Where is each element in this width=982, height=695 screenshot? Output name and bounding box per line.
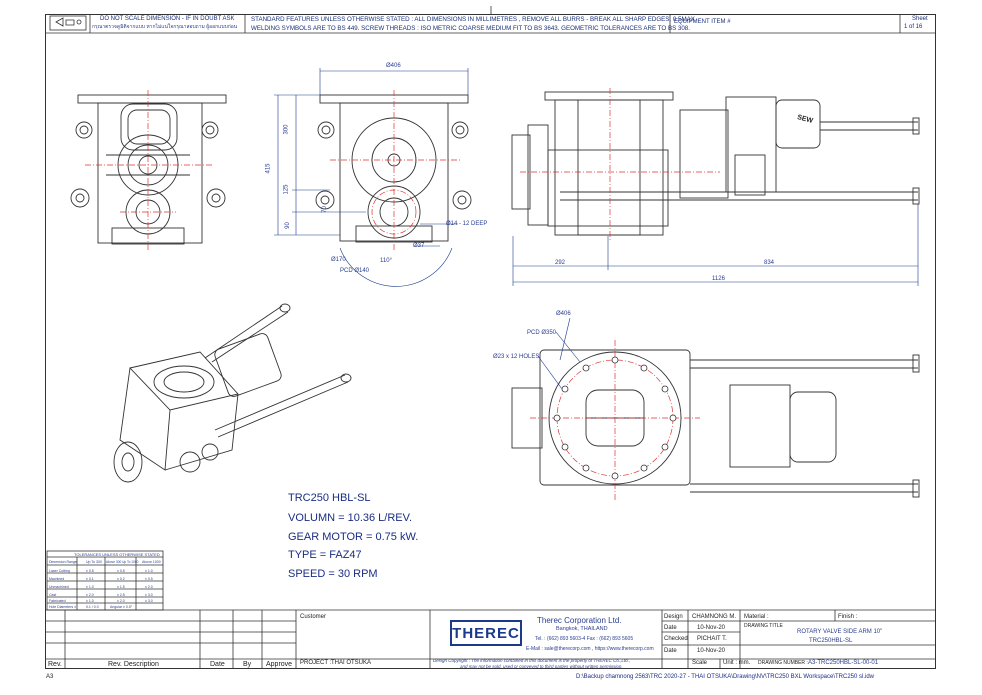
tolerance-cell: ± 0.2 <box>117 577 125 581</box>
tolerance-cell: ± 1.0 <box>145 569 153 573</box>
tolerance-cell: Unmachined <box>49 585 69 589</box>
company-logo: THEREC <box>450 620 522 646</box>
tolerance-cell: ± 0.5 <box>117 569 125 573</box>
tolerance-cell: ± 3.0 <box>145 593 153 597</box>
drawing-title-line1: ROTARY VALVE SIDE ARM 10" <box>797 629 883 635</box>
drawing-number: A3-TRC250HBL-SL-00-01 <box>808 660 879 666</box>
tolerance-cell: 0.1 / 0.0 <box>86 605 99 609</box>
dim-1126: 1126 <box>712 276 725 282</box>
customer-label: Customer <box>300 614 327 620</box>
dim-834: 834 <box>764 260 775 266</box>
do-not-scale-warning: DO NOT SCALE DIMENSION - IF IN DOUBT ASK <box>100 16 235 22</box>
copyright-line2: and may not be sold, used or conveyed to… <box>460 664 623 669</box>
spec-model: TRC250 HBL-SL <box>288 492 371 504</box>
checked-date: 10-Nov-20 <box>697 648 726 654</box>
company-email: E-Mail : sale@therecorp.com , https://ww… <box>526 646 654 652</box>
drawing-border <box>45 14 936 669</box>
tolerance-header-1: Up To 300 <box>86 560 102 564</box>
dim-125: 125 <box>283 184 290 195</box>
dim-d14-deep: Ø14 - 12 DEEP <box>446 221 488 227</box>
tolerance-cell: ± 0.1 <box>86 577 94 581</box>
rev-approve-label: Approve <box>266 661 293 668</box>
tolerance-cell: ± 1.5 <box>117 585 125 589</box>
dim-holes: Ø23 x 12 HOLES <box>493 354 540 360</box>
dim-pcd140: PCD Ø140 <box>340 268 370 274</box>
dim-d170: Ø170 <box>331 257 346 263</box>
design-name: CHAMNONG M. <box>692 614 736 620</box>
dim-415: 415 <box>265 163 272 174</box>
tolerance-cell: Machined <box>49 577 65 581</box>
tolerance-cell: ± 1.0 <box>86 599 94 603</box>
rev-label: Rev. <box>48 661 62 668</box>
paper-size: A3 <box>46 674 54 680</box>
tolerance-cell: ± 3.0 <box>145 599 153 603</box>
design-date: 10-Nov-20 <box>697 625 726 631</box>
do-not-scale-thai: กรุณาตรวจดูมิติจากแบบ หากไม่แน่ใจกรุณาสอ… <box>92 24 238 30</box>
file-path: D:\Backup chamnong 2563\TRC 2020-27 - TH… <box>576 674 875 680</box>
tolerance-cell: ± 0.5 <box>145 577 153 581</box>
drawing-number-label: DRAWING NUMBER : <box>758 660 808 666</box>
tolerance-cell: ± 2.0 <box>86 593 94 597</box>
copyright-line1: Design Copyright : The information conta… <box>433 658 631 663</box>
company-tel: Tel. : (662) 893 5603-4 Fax : (662) 893 … <box>535 636 634 642</box>
sheet-label: Sheet <box>912 16 928 22</box>
dim-pcd350: PCD Ø350 <box>527 330 557 336</box>
tolerance-cell: Fabricated <box>49 599 66 603</box>
tolerance-header-0: Dimension Range <box>49 560 77 564</box>
date-label: Date <box>664 625 677 631</box>
dim-292: 292 <box>555 260 566 266</box>
project-value: THAI OTSUKA <box>331 660 372 666</box>
dim-90: 90 <box>284 222 291 229</box>
checked-label: Checked <box>664 636 688 642</box>
rev-date-label: Date <box>210 661 225 668</box>
drawing-title-label: DRAWING TITLE <box>744 623 783 629</box>
company-name: Therec Corporation Ltd. <box>537 616 622 625</box>
dim-70: 70 <box>321 206 328 213</box>
finish-label: Finish : <box>838 614 858 620</box>
spec-type: TYPE = FAZ47 <box>288 549 362 561</box>
drawing-title-line2: TRC250HBL-SL <box>809 638 853 644</box>
checked-date-label: Date <box>664 648 677 654</box>
sheet-value: 1 of 16 <box>904 24 923 30</box>
tolerance-cell: ± 2.0 <box>145 585 153 589</box>
spec-speed: SPEED = 30 RPM <box>288 568 378 580</box>
rev-description-label: Rev. Description <box>108 661 159 668</box>
equipment-item-label: EQUIPMENT ITEM # <box>674 19 731 25</box>
company-logo-text: THEREC <box>452 624 520 642</box>
spec-gear-motor: GEAR MOTOR = 0.75 kW. <box>288 531 419 543</box>
tolerance-cell: Angular ± 0.5° <box>110 605 133 609</box>
checked-name: PICHAIT T. <box>697 636 727 642</box>
tolerance-title: TOLERANCES UNLESS OTHERWISE STATED <box>74 552 160 557</box>
design-label: Design <box>664 614 683 620</box>
tolerance-cell: Hole Diameters ± <box>49 605 77 609</box>
material-label: Material : <box>744 614 769 620</box>
tolerance-cell: Cast <box>49 593 57 597</box>
tolerance-cell: ± 0.5 <box>86 569 94 573</box>
standard-features-line1: STANDARD FEATURES UNLESS OTHERWISE STATE… <box>251 16 697 23</box>
dim-d406-top: Ø406 <box>386 63 401 69</box>
tolerance-header-2: Above 300 Up To 1000 <box>106 560 139 564</box>
standard-features-line2: WELDING SYMBOLS ARE TO BS 449. SCREW THR… <box>251 25 690 32</box>
project-label: PROJECT : <box>300 660 332 666</box>
rev-by-label: By <box>243 661 252 668</box>
dim-d37: Ø37 <box>413 243 425 249</box>
tolerance-cell: ± 2.5 <box>117 593 125 597</box>
dim-110-deg: 110° <box>380 258 392 264</box>
scale-label: Scale <box>692 660 708 666</box>
dim-d406-plan: Ø406 <box>556 311 571 317</box>
spec-volume: VOLUMN = 10.36 L/REV. <box>288 512 413 524</box>
company-city: Bangkok, THAILAND <box>556 626 608 632</box>
tolerance-cell: ± 1.0 <box>86 585 94 589</box>
dim-300: 300 <box>283 124 290 135</box>
tolerance-header-3: Above 1000 <box>142 560 161 564</box>
tolerance-cell: ± 2.0 <box>117 599 125 603</box>
tolerance-cell: Laser Cutting <box>49 569 70 573</box>
unit-label: Unit : mm. <box>723 660 751 666</box>
